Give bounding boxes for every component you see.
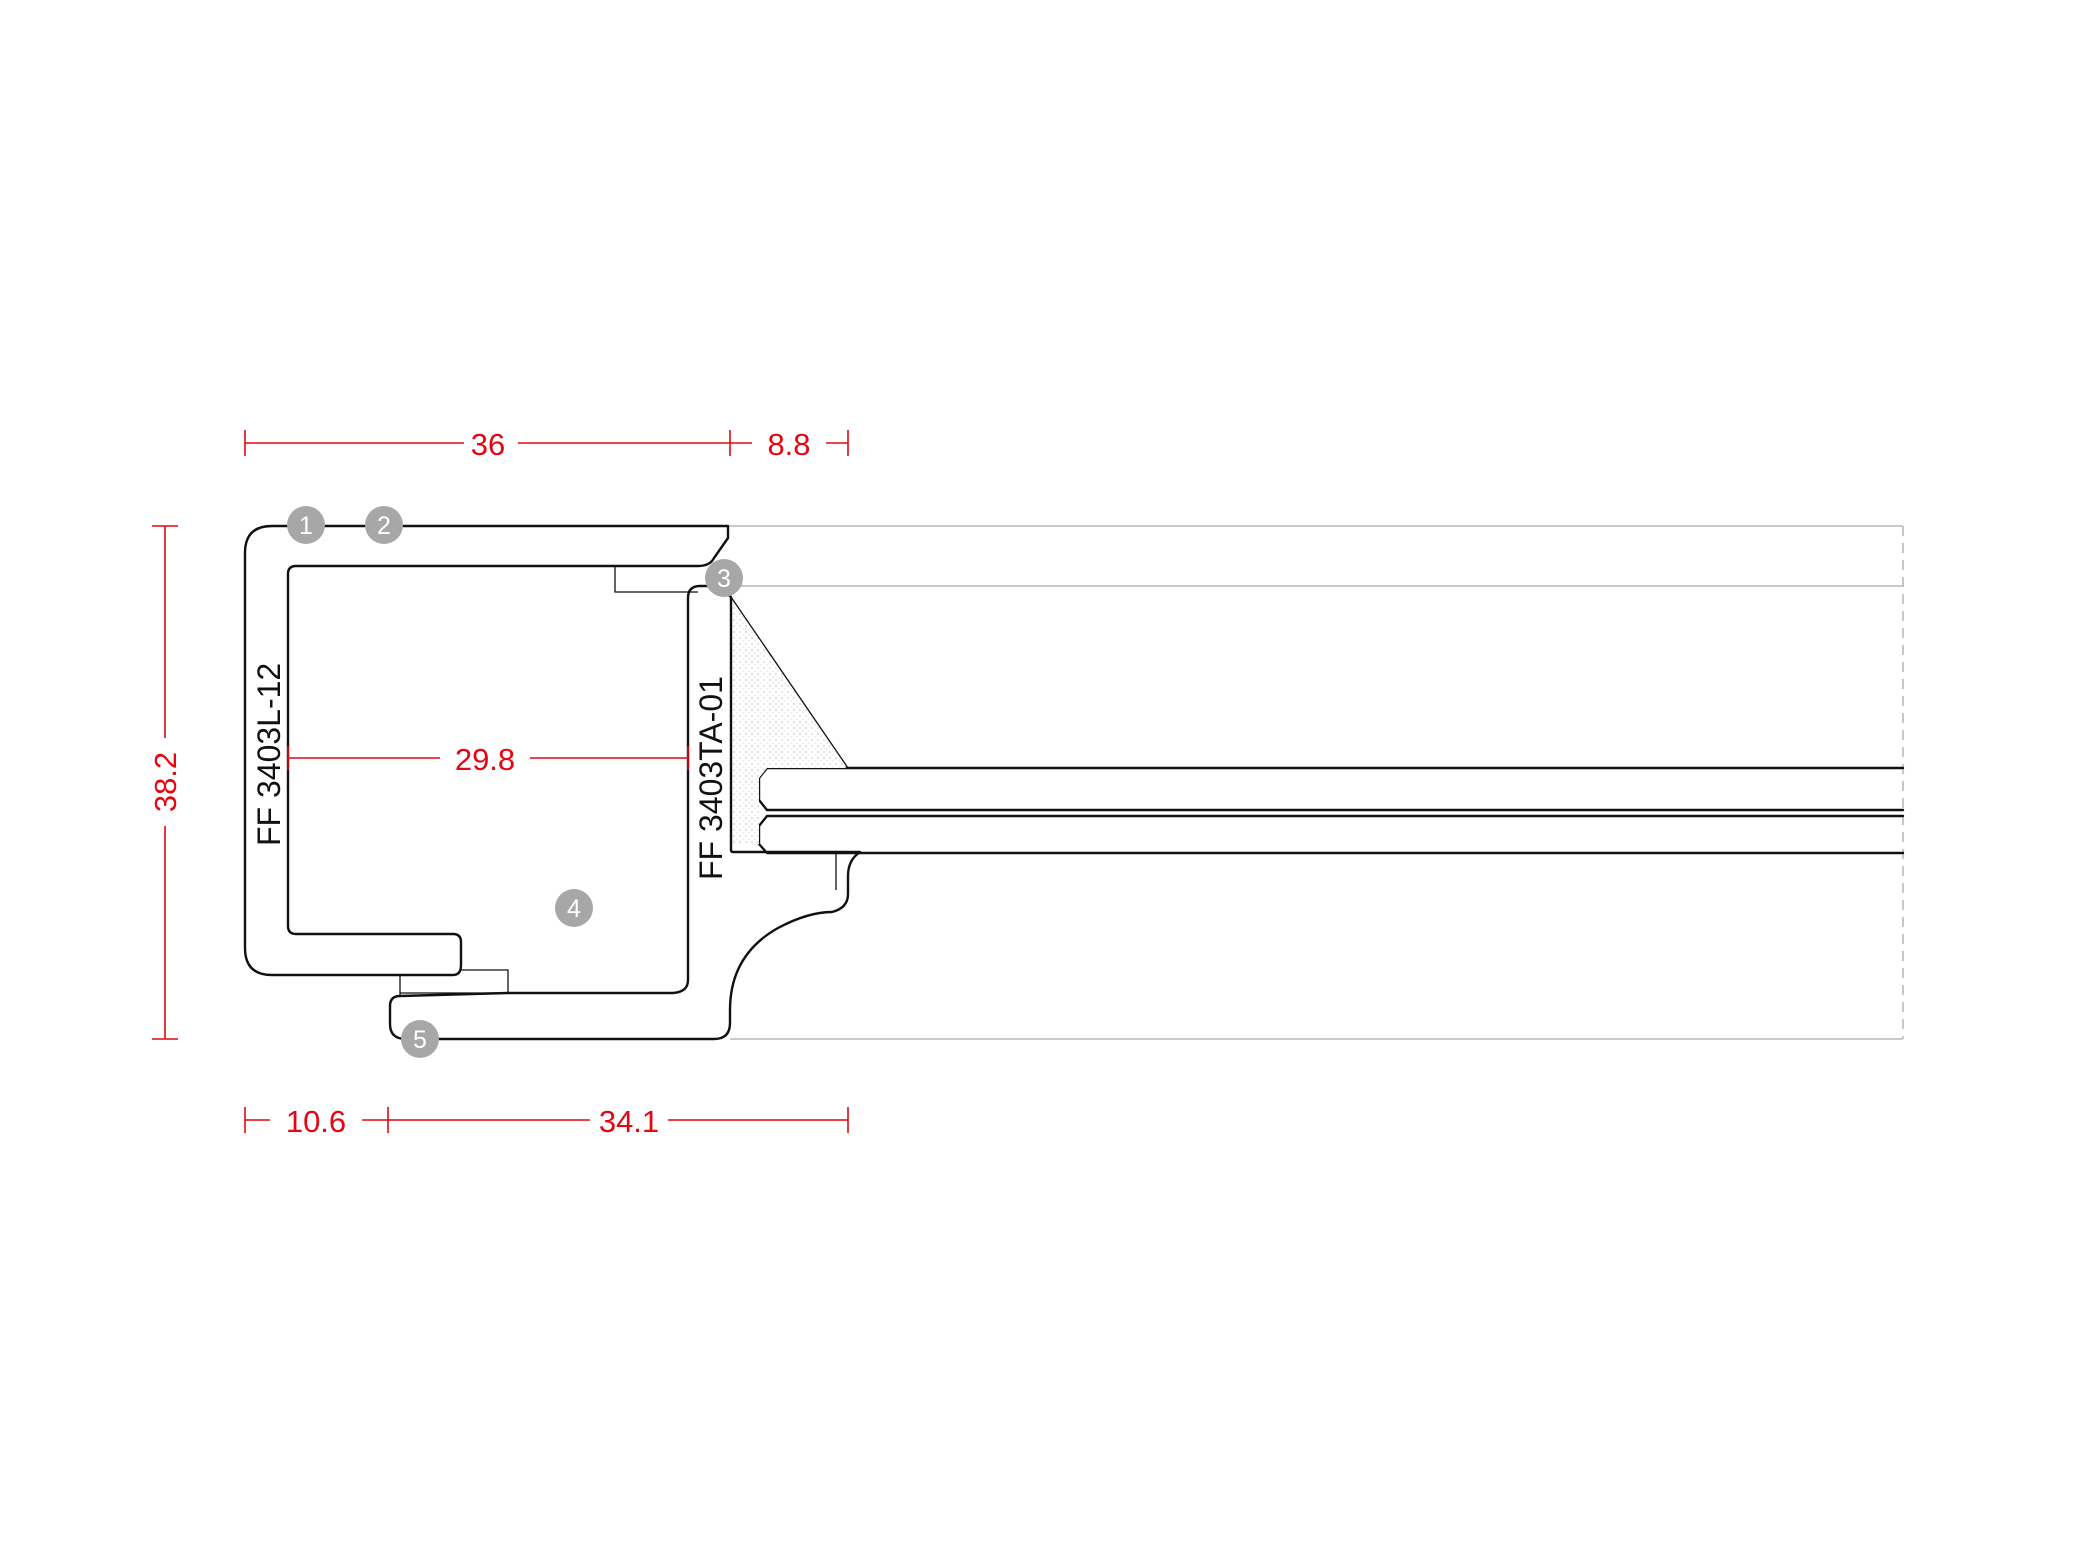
callout-4: 4 [555, 889, 593, 927]
callout-5-circle [401, 1020, 439, 1058]
glass-pane-lower [757, 814, 1905, 855]
dim-34-1-label: 34.1 [599, 1104, 659, 1139]
seal-edge [730, 596, 849, 769]
callout-4-label: 4 [567, 895, 581, 923]
dim-10-6-label: 10.6 [286, 1104, 346, 1139]
dim-29-8-label: 29.8 [455, 742, 515, 777]
callout-1-circle [287, 506, 325, 544]
frame-profile [243, 524, 730, 977]
glazing-unit [757, 766, 1905, 855]
dim-8-8-label: 8.8 [767, 427, 810, 462]
sash-outline [388, 584, 862, 1041]
sash-lower-detail [399, 969, 509, 996]
callout-3-circle [705, 559, 743, 597]
callout-5: 5 [401, 1020, 439, 1058]
frame-part-label: FF 3403L-12 [251, 663, 287, 846]
sash-profile [388, 584, 862, 1041]
seal-wedge [731, 597, 846, 844]
callout-3: 3 [705, 559, 743, 597]
callout-1: 1 [287, 506, 325, 544]
guide-lines [728, 525, 1904, 1040]
dim-38-2-label: 38.2 [148, 752, 183, 812]
dim-36-label: 36 [471, 427, 505, 462]
sash-part-label: FF 3403TA-01 [693, 676, 729, 880]
callout-5-label: 5 [413, 1026, 427, 1054]
frame-outer-outline [243, 524, 730, 977]
callout-markers: 1 2 3 4 5 [287, 506, 743, 1058]
callout-2-label: 2 [377, 512, 391, 540]
glazing-seal [730, 596, 849, 844]
glass-pane-upper [757, 766, 1905, 812]
callout-2: 2 [365, 506, 403, 544]
frame-inner-step [614, 566, 698, 593]
callout-4-circle [555, 889, 593, 927]
callout-1-label: 1 [299, 512, 313, 540]
dimensions: 36 8.8 38.2 29.8 10.6 34.1 [148, 427, 849, 1139]
callout-2-circle [365, 506, 403, 544]
callout-3-label: 3 [717, 565, 731, 593]
